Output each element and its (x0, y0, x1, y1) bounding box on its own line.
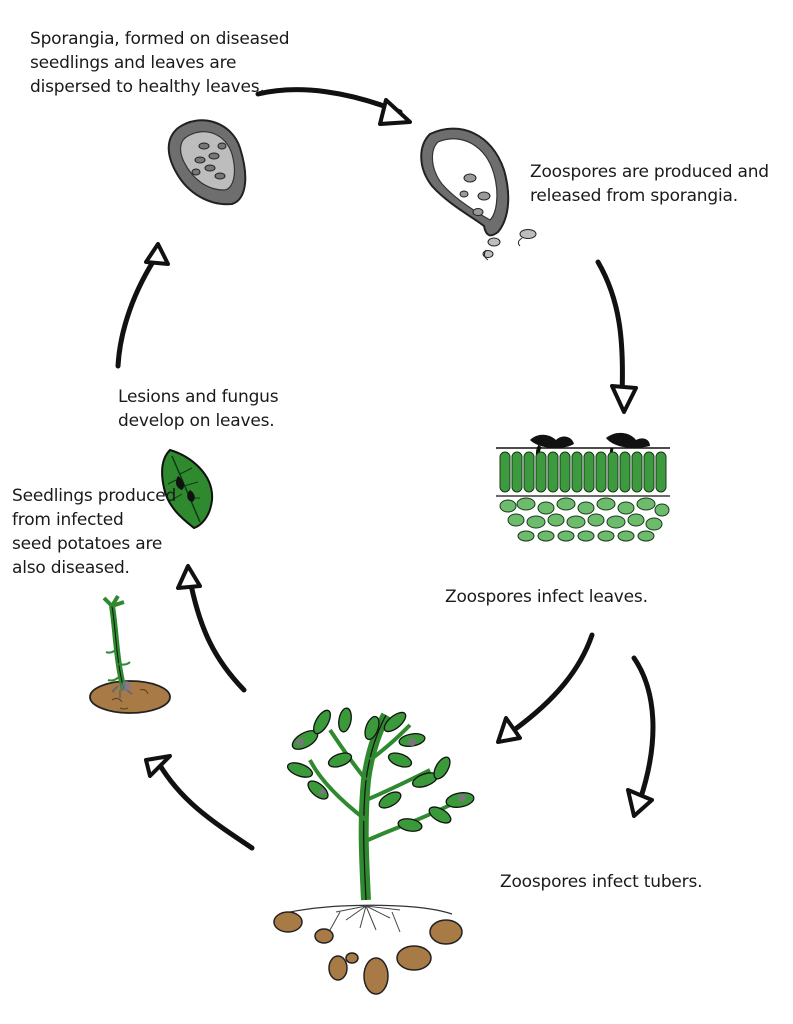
arrow-seedling-to-lesions (187, 577, 247, 693)
label-zoospores-produced-line-2: released from sporangia. (530, 186, 738, 206)
label-seedlings-line-4: also diseased. (12, 558, 130, 578)
arrowhead-1 (378, 98, 412, 126)
label-seedlings-line-2: from infected (12, 510, 124, 530)
label-zoospores-produced-line-1: Zoospores are produced and (530, 162, 769, 182)
arrowhead-2 (610, 384, 638, 414)
arrow-lesions-to-sporangia (115, 251, 161, 369)
label-sporangia-line-1: Sporangia, formed on diseased (30, 29, 290, 49)
arrowhead-5 (144, 754, 172, 778)
releasing-sporangium-icon (420, 127, 537, 261)
label-infect-leaves: Zoospores infect leaves. (445, 585, 648, 609)
label-zoospores-produced: Zoospores are produced and released from… (530, 160, 769, 208)
label-seedlings-line-1: Seedlings produced (12, 486, 177, 506)
label-sporangia-line-3: dispersed to healthy leaves. (30, 77, 265, 97)
label-lesions-line-1: Lesions and fungus (118, 387, 279, 407)
label-infect-tubers-line-1: Zoospores infect tubers. (500, 872, 703, 892)
label-sporangia-line-2: seedlings and leaves are (30, 53, 237, 73)
label-sporangia: Sporangia, formed on diseased seedlings … (30, 27, 290, 99)
label-infect-tubers: Zoospores infect tubers. (500, 870, 703, 894)
arrow-leaves-to-tubers (631, 655, 656, 803)
label-infect-leaves-line-1: Zoospores infect leaves. (445, 587, 648, 607)
label-seedlings: Seedlings produced from infected seed po… (12, 484, 176, 580)
diseased-leaf-icon (161, 448, 214, 530)
arrowhead-3 (496, 716, 522, 744)
arrow-plant-to-seedling (155, 759, 255, 851)
arrowhead-7 (144, 242, 170, 266)
arrowhead-6 (176, 564, 202, 590)
label-seedlings-line-3: seed potatoes are (12, 534, 163, 554)
arrow-release-to-leaves (595, 259, 625, 398)
potato-plant-icon (273, 707, 475, 995)
arrow-leaves-to-plant (511, 632, 595, 733)
arrowhead-4 (626, 788, 654, 818)
label-lesions-line-2: develop on leaves. (118, 411, 275, 431)
sporangium-icon (167, 119, 247, 206)
label-lesions: Lesions and fungus develop on leaves. (118, 385, 279, 433)
leaf-tissue-icon (496, 432, 670, 542)
seedling-icon (89, 594, 171, 714)
